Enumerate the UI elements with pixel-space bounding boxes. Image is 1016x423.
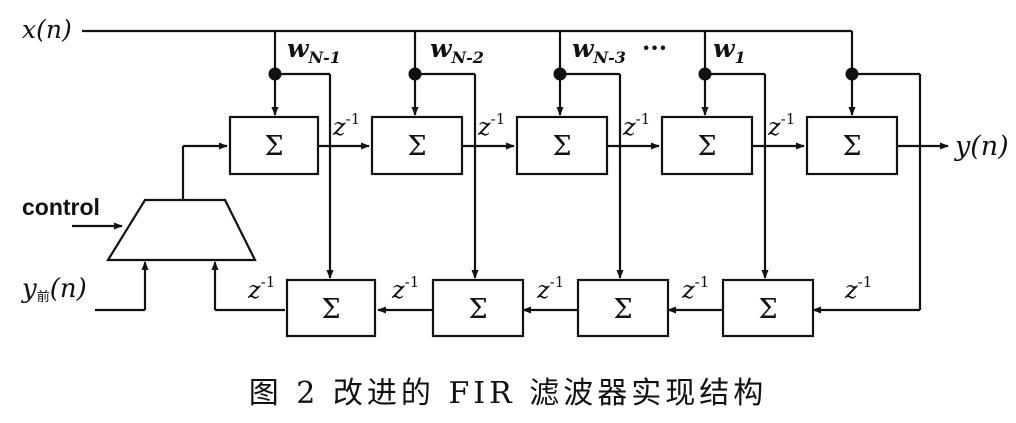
input-label: x(n) — [22, 15, 72, 44]
sigma-top-1: Σ — [264, 131, 283, 162]
weights-ellipsis: ··· — [642, 33, 667, 62]
delay-bottom-5: z-1 — [844, 273, 872, 304]
sum-block-bottom-1 — [285, 278, 377, 338]
delay-top-2: z-1 — [477, 110, 505, 141]
delay-bottom-1: z-1 — [247, 273, 275, 304]
sigma-top-3: Σ — [552, 131, 571, 162]
sum-block-bottom-4 — [721, 278, 815, 338]
multiply-nodes — [268, 67, 859, 81]
sum-block-top-2 — [370, 115, 464, 176]
sum-block-top-5 — [805, 115, 899, 176]
sigma-bottom-3: Σ — [613, 294, 632, 325]
sum-block-bottom-2 — [431, 278, 525, 338]
delay-top-1: z-1 — [332, 110, 360, 141]
control-label: control — [22, 194, 100, 220]
sigma-top-2: Σ — [407, 131, 426, 162]
sum-block-top-4 — [660, 115, 754, 176]
sigma-top-5: Σ — [842, 131, 861, 162]
sigma-bottom-1: Σ — [321, 294, 340, 325]
sigma-bottom-2: Σ — [468, 294, 487, 325]
weight-label-2: wN-2 — [430, 34, 484, 67]
delay-top-3: z-1 — [622, 110, 650, 141]
weight-label-4: w1 — [713, 34, 746, 67]
multiplexer — [106, 198, 257, 262]
output-label: y(n) — [954, 131, 1009, 162]
weight-label-3: wN-3 — [572, 34, 626, 67]
sigma-bottom-4: Σ — [758, 294, 777, 325]
weight-label-1: wN-1 — [287, 34, 341, 67]
delay-bottom-4: z-1 — [681, 273, 709, 304]
sum-block-bottom-3 — [576, 278, 670, 338]
sigma-top-4: Σ — [697, 131, 716, 162]
figure-caption: 图 2 改进的 FIR 滤波器实现结构 — [248, 376, 768, 411]
sum-block-top-3 — [515, 115, 609, 176]
y-prev-label: y前(n) — [21, 274, 87, 305]
delay-bottom-3: z-1 — [536, 273, 564, 304]
sum-block-top-1 — [228, 115, 320, 176]
delay-top-4: z-1 — [767, 110, 795, 141]
delay-bottom-2: z-1 — [391, 273, 419, 304]
